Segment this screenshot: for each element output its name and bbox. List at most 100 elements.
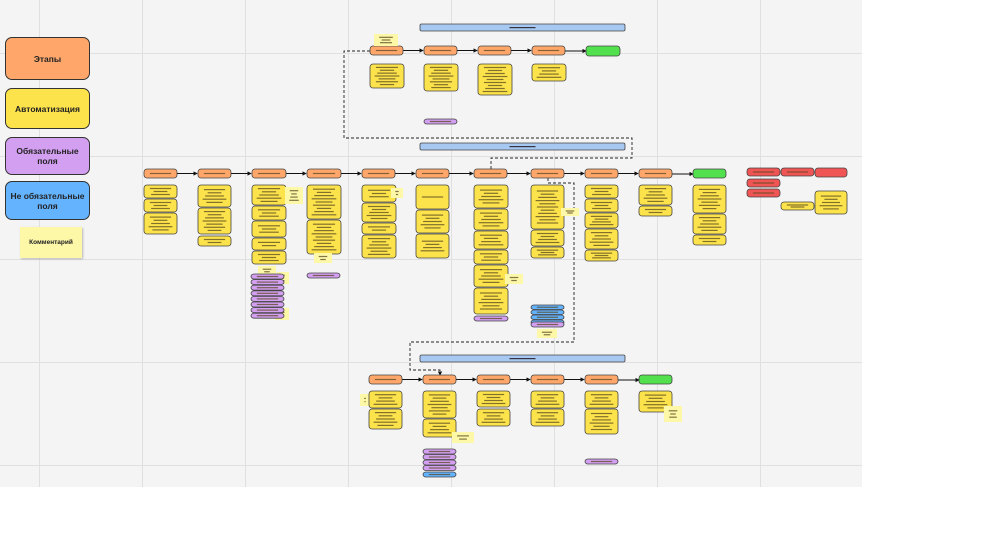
text-line <box>483 81 507 84</box>
text-line <box>316 242 332 244</box>
text-line <box>590 215 613 217</box>
text-line <box>539 203 556 205</box>
top-stage-2-text <box>429 49 452 52</box>
bottom-stage-4-text <box>536 378 559 381</box>
main-auto-2-1-text <box>202 189 227 203</box>
top-auto-2-text <box>428 66 454 89</box>
text-line <box>259 231 279 233</box>
text-line <box>478 278 504 280</box>
bottom-comment-2 <box>452 432 474 443</box>
text-line <box>697 198 722 200</box>
text-line <box>482 378 505 381</box>
text-line <box>367 253 391 256</box>
text-line <box>479 269 503 271</box>
text-line <box>592 193 611 196</box>
bottom-auto-1-2-text <box>373 412 398 426</box>
text-line <box>482 225 500 227</box>
text-line <box>479 189 503 191</box>
text-line <box>668 410 678 412</box>
text-line <box>151 222 170 225</box>
main-auto-11-2-text <box>697 217 722 231</box>
header-main-label <box>509 146 536 148</box>
main-required-col3-5-text <box>256 298 279 300</box>
main-stage-3-text <box>257 172 281 175</box>
text-line <box>592 419 611 421</box>
text-line <box>484 399 503 402</box>
text-line <box>376 418 395 420</box>
text-line <box>536 306 559 308</box>
text-line <box>752 192 775 194</box>
bottom-success-stage <box>638 374 673 385</box>
bottom-auto-5-2-text <box>589 412 614 431</box>
main-auto-10-2-text <box>644 208 667 214</box>
main-fail-3 <box>814 167 848 178</box>
top-stage-3-text <box>483 49 506 52</box>
text-line <box>264 271 270 273</box>
text-line <box>432 78 450 80</box>
text-line <box>262 268 272 270</box>
text-line <box>479 317 503 320</box>
main-auto-8-1-text <box>535 190 560 224</box>
main-comment-1 <box>285 187 303 204</box>
text-line <box>423 247 442 249</box>
text-line <box>481 241 501 243</box>
bottom-required-3-text <box>428 461 451 464</box>
text-line <box>290 196 298 198</box>
main-auto-7-4-text <box>479 253 503 261</box>
top-stage-4-text <box>537 49 560 52</box>
text-line <box>378 397 393 399</box>
main-stage-2-text <box>203 172 226 175</box>
text-line <box>511 279 517 282</box>
text-line <box>256 281 279 283</box>
text-line <box>261 256 277 259</box>
main-auto-3-4 <box>251 237 287 251</box>
board-canvas[interactable]: Этапы Автоматизация Обязательные поля Не… <box>0 0 862 487</box>
bottom-auto-4-1 <box>530 390 565 409</box>
text-line <box>366 214 392 217</box>
text-line <box>367 189 391 191</box>
text-line <box>481 195 501 198</box>
text-line <box>536 172 559 175</box>
text-line <box>312 204 336 206</box>
shapes <box>143 23 848 478</box>
text-line <box>486 415 501 417</box>
text-line <box>589 224 614 226</box>
text-line <box>481 218 501 221</box>
text-line <box>428 422 451 424</box>
text-line <box>378 78 396 80</box>
text-line <box>478 244 504 246</box>
bottom-required-col5-text <box>590 460 613 463</box>
text-line <box>316 191 332 193</box>
text-line <box>318 255 328 258</box>
text-line <box>697 226 722 228</box>
text-line <box>425 217 440 219</box>
text-line <box>541 70 557 72</box>
text-line <box>536 76 562 78</box>
text-line <box>152 229 169 231</box>
text-line <box>148 226 173 228</box>
main-auto-9-2-text <box>590 201 613 210</box>
text-line <box>479 172 502 175</box>
text-line <box>483 49 506 52</box>
text-line <box>371 192 387 195</box>
text-line <box>565 210 575 212</box>
text-line <box>752 171 775 173</box>
bottom-auto-5-1 <box>584 390 619 409</box>
text-line <box>590 428 613 431</box>
text-line <box>538 418 557 420</box>
main-auto-11-3 <box>692 234 727 246</box>
text-line <box>644 394 667 396</box>
main-auto-3-4-text <box>257 241 281 247</box>
text-line <box>289 199 299 201</box>
text-line <box>149 187 172 190</box>
text-line <box>375 49 398 52</box>
main-optional-3-text <box>536 316 559 318</box>
text-line <box>646 194 665 196</box>
main-auto-6-3-text <box>420 240 445 252</box>
text-line <box>536 378 559 381</box>
text-line <box>536 222 559 224</box>
main-auto-8-3-text <box>536 249 559 256</box>
text-line <box>374 412 397 414</box>
bottom-auto-6-1-text <box>643 394 668 409</box>
text-line <box>431 72 451 74</box>
